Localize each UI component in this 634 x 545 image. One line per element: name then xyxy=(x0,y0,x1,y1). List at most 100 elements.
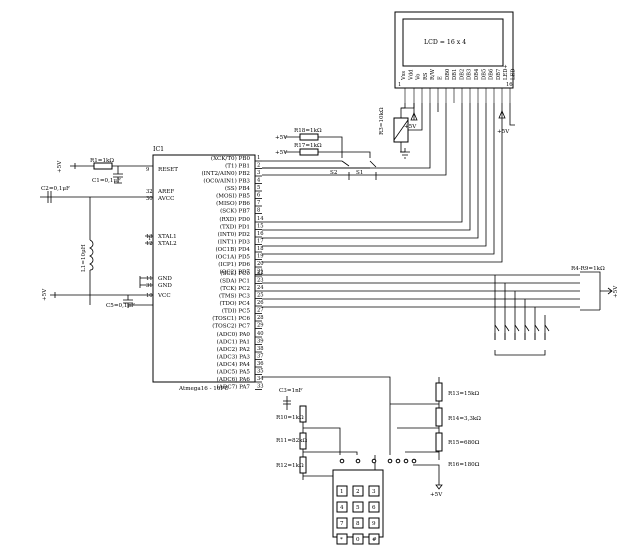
ic-right-pin-num: 16 xyxy=(257,231,264,237)
ic-left-pin-num: 11 xyxy=(146,276,153,282)
c3-label: C3=1nF xyxy=(279,388,303,394)
lcd-pin-label: Vss xyxy=(401,71,407,81)
ic-left-pin-num: 12 xyxy=(146,241,153,247)
ic-right-pin-label: (XCK/T0) PB0 xyxy=(211,155,251,162)
portc-switch xyxy=(544,324,550,340)
keypad-key-label: 6 xyxy=(372,505,376,511)
ic-right-pin-num: 25 xyxy=(257,293,264,299)
portc-switch xyxy=(514,324,520,340)
keypad-key[interactable] xyxy=(336,485,348,497)
lcd-pin-last: 16 xyxy=(506,82,513,88)
keypad-key[interactable] xyxy=(336,501,348,513)
lcd-pin-label: DB6 xyxy=(489,69,495,80)
ic-right-pin-num: 17 xyxy=(257,239,264,245)
c2-label: C2=0,1μF xyxy=(41,186,70,192)
ic-right-pin-num: 40 xyxy=(257,331,264,337)
ic-right-pin-label: (SS) PB4 xyxy=(225,185,251,192)
portc-resistor-network xyxy=(262,271,613,356)
keypad-key[interactable] xyxy=(352,517,364,529)
r16-label: R16=180Ω xyxy=(448,462,480,468)
ic-right-pin-label: (MISO) PB6 xyxy=(216,200,250,207)
keypad-row-terminal xyxy=(387,458,393,464)
ic-right-pin-label: (ADC5) PA5 xyxy=(217,369,251,376)
ic-right-pin-num: 8 xyxy=(257,208,260,214)
ic-right-pin-label: (TMS) PC3 xyxy=(219,293,250,300)
keypad-col-terminal xyxy=(339,458,345,464)
keypad-key-label: 0 xyxy=(356,537,360,543)
ic-right-pin-label: (SCK) PB7 xyxy=(220,208,250,215)
keypad-key[interactable] xyxy=(368,517,380,529)
keypad-key-label: 2 xyxy=(356,489,360,495)
ic-right-pin-label: (TOSC2) PC7 xyxy=(212,323,250,330)
ic-left-pin-num: 32 xyxy=(146,189,153,195)
keypad-key[interactable] xyxy=(336,533,348,545)
ic-right-pin-label: (TCK) PC2 xyxy=(220,285,250,292)
ic-right-pin-num: 22 xyxy=(257,270,264,276)
keypad-key-label: 8 xyxy=(356,521,360,527)
r17-vcc: +5V xyxy=(275,150,288,156)
keypad-col-terminal xyxy=(371,458,377,464)
keypad-key[interactable] xyxy=(368,501,380,513)
ic-right-pin-num: 1 xyxy=(257,155,260,161)
ic-right-pin-num: 6 xyxy=(257,193,260,199)
keypad-key-label: 4 xyxy=(340,505,344,511)
ic-right-pin-num: 27 xyxy=(257,308,264,314)
lcd-vdd-5v: +5V xyxy=(404,124,417,130)
lcd-pin-label: DB1 xyxy=(452,69,458,80)
ic-right-pin-label: (MOSI) PB5 xyxy=(216,193,250,200)
keypad-row-terminal xyxy=(411,458,417,464)
ic-right-pin-label: (SDA) PC1 xyxy=(220,278,250,285)
keypad-key-label: 1 xyxy=(340,489,344,495)
lcd-pin-label: DB7 xyxy=(496,69,502,80)
keypad-key[interactable] xyxy=(336,517,348,529)
keypad-key[interactable] xyxy=(368,533,380,545)
lcd-pin-first: 1 xyxy=(398,82,401,88)
keypad-vcc: +5V xyxy=(430,492,443,498)
ic-right-pin-label: (INT1) PD3 xyxy=(218,239,251,246)
keypad-key-label: 9 xyxy=(372,521,376,527)
r10-label: R10=1kΩ xyxy=(276,415,304,421)
xtal1-num: 1 xyxy=(148,236,151,242)
ic-left-pin-name: XTAL2 xyxy=(158,241,177,247)
ic-part: Atmega16 - 16PU xyxy=(178,386,229,392)
ic-right-pin-num: 29 xyxy=(257,323,264,329)
keypad-key[interactable] xyxy=(352,485,364,497)
ic-right-pin-label: (INT0) PD2 xyxy=(218,231,251,238)
ic-right-pin-label: (ADC2) PA2 xyxy=(217,346,251,353)
r13-label: R13=15kΩ xyxy=(448,391,480,397)
keypad-key[interactable] xyxy=(352,501,364,513)
ic-right-pin-num: 39 xyxy=(257,339,264,345)
ic-right-pin-num: 35 xyxy=(257,369,264,375)
left-power-circuit xyxy=(40,162,153,308)
ic-left-pin-num: 31 xyxy=(146,283,153,289)
ic-right-pin-label: (INT2/AIN0) PB2 xyxy=(201,170,250,177)
c5-label: C5=0,1μF xyxy=(106,303,135,309)
s1-label: S1 xyxy=(356,170,363,176)
ic-right-pin-num: 7 xyxy=(257,200,260,206)
ic-right-pin-label: (ADC0) PA0 xyxy=(217,331,251,338)
keypad-key-label: # xyxy=(372,537,377,543)
portc-switch xyxy=(524,324,530,340)
ic-left-pin-name: GND xyxy=(158,283,172,289)
ic-left-pin-name: AREF xyxy=(157,189,174,195)
ic-right-pin-num: 2 xyxy=(257,163,260,169)
ic-right-pin-num: 28 xyxy=(257,315,264,321)
ic-ref: IC1 xyxy=(153,146,164,153)
keypad-key[interactable] xyxy=(368,485,380,497)
ic-right-pin-label: (OC1A) PD5 xyxy=(216,254,251,261)
ic-right-pin-num: 26 xyxy=(257,300,264,306)
lcd-pin-label: DB4 xyxy=(474,68,480,80)
keypad-key[interactable] xyxy=(352,533,364,545)
ic-right-pin-num: 20 xyxy=(257,261,264,267)
keypad-row-terminal xyxy=(403,458,409,464)
ic-left-pin-name: AVCC xyxy=(157,196,174,202)
ic-right-pin-label: (T1) PB1 xyxy=(225,163,250,170)
lcd-pin-label: LED- xyxy=(511,67,517,80)
ic-right-pin-label: (ICP1) PD6 xyxy=(218,261,250,268)
keypad-key-label: 3 xyxy=(372,489,376,495)
ic-right-pin-num: 5 xyxy=(257,185,260,191)
ic-left-pin-name: GND xyxy=(158,276,172,282)
lcd-pin-label: LED+ xyxy=(503,64,509,80)
